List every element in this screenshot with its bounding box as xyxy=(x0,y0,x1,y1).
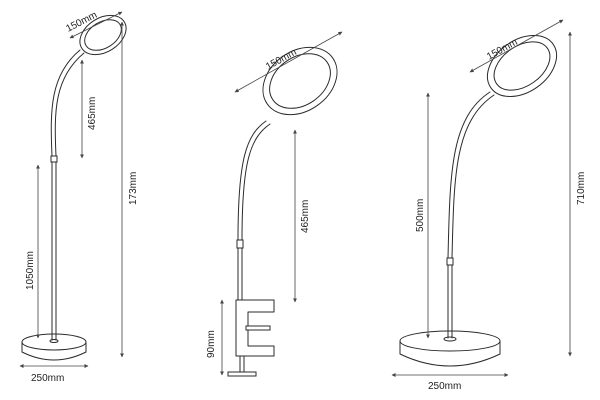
desk-lamp-drawing xyxy=(399,35,558,367)
clamp-lamp-screw xyxy=(239,355,245,373)
floor-lamp-head-label: 150mm xyxy=(64,10,99,35)
floor-lamp-total-label: 173mm xyxy=(128,172,139,205)
desk-lamp-base-side xyxy=(399,340,501,367)
clamp-lamp: 150mm 465mm 90mm xyxy=(206,31,343,377)
clamp-lamp-clamp-pad xyxy=(245,325,271,331)
desk-lamp-pole xyxy=(447,264,453,339)
desk-lamp-base-label: 250mm xyxy=(428,381,461,392)
desk-lamp-head-label: 150mm xyxy=(485,37,520,63)
floor-lamp-joint xyxy=(50,155,58,163)
desk-lamp-total-label: 710mm xyxy=(576,172,587,205)
clamp-lamp-neck-label: 465mm xyxy=(300,200,311,233)
clamp-lamp-drawing xyxy=(227,46,338,377)
desk-lamp-head-inner xyxy=(493,41,551,91)
floor-lamp-drawing xyxy=(21,14,127,361)
desk-lamp-head-outer xyxy=(486,35,558,97)
clamp-lamp-head-dim xyxy=(234,31,343,93)
desk-lamp-head-dim xyxy=(469,19,564,73)
floor-lamp-base-side xyxy=(21,341,87,361)
clamp-lamp-head-label: 150mm xyxy=(264,47,299,73)
clamp-lamp-screw-handle xyxy=(227,371,257,377)
floor-lamp-neck-label: 465mm xyxy=(87,97,98,130)
floor-lamp-gooseneck xyxy=(50,49,85,157)
clamp-lamp-clamp-body xyxy=(235,299,275,357)
desk-lamp-stand-label: 500mm xyxy=(415,199,426,232)
clamp-lamp-gooseneck xyxy=(237,120,271,241)
desk-lamp-gooseneck xyxy=(447,91,495,259)
clamp-lamp-pole xyxy=(237,247,243,301)
floor-lamp-pole xyxy=(51,159,57,341)
floor-lamp-base-label: 250mm xyxy=(31,373,64,384)
clamp-lamp-connector xyxy=(236,239,244,249)
floor-lamp-head-dim xyxy=(69,11,123,39)
desk-lamp-joint xyxy=(446,257,454,266)
floor-lamp-stand-label: 1050mm xyxy=(25,251,36,290)
floor-lamp: 150mm 465mm 1050mm 173mm 250mm xyxy=(19,10,139,384)
desk-lamp: 150mm 500mm 710mm 250mm xyxy=(391,19,587,392)
desk-lamp-base-cap xyxy=(443,336,457,342)
floor-lamp-base-cap xyxy=(49,339,59,343)
clamp-lamp-clamp-label: 90mm xyxy=(206,330,217,358)
clamp-lamp-head-outer xyxy=(262,46,338,116)
